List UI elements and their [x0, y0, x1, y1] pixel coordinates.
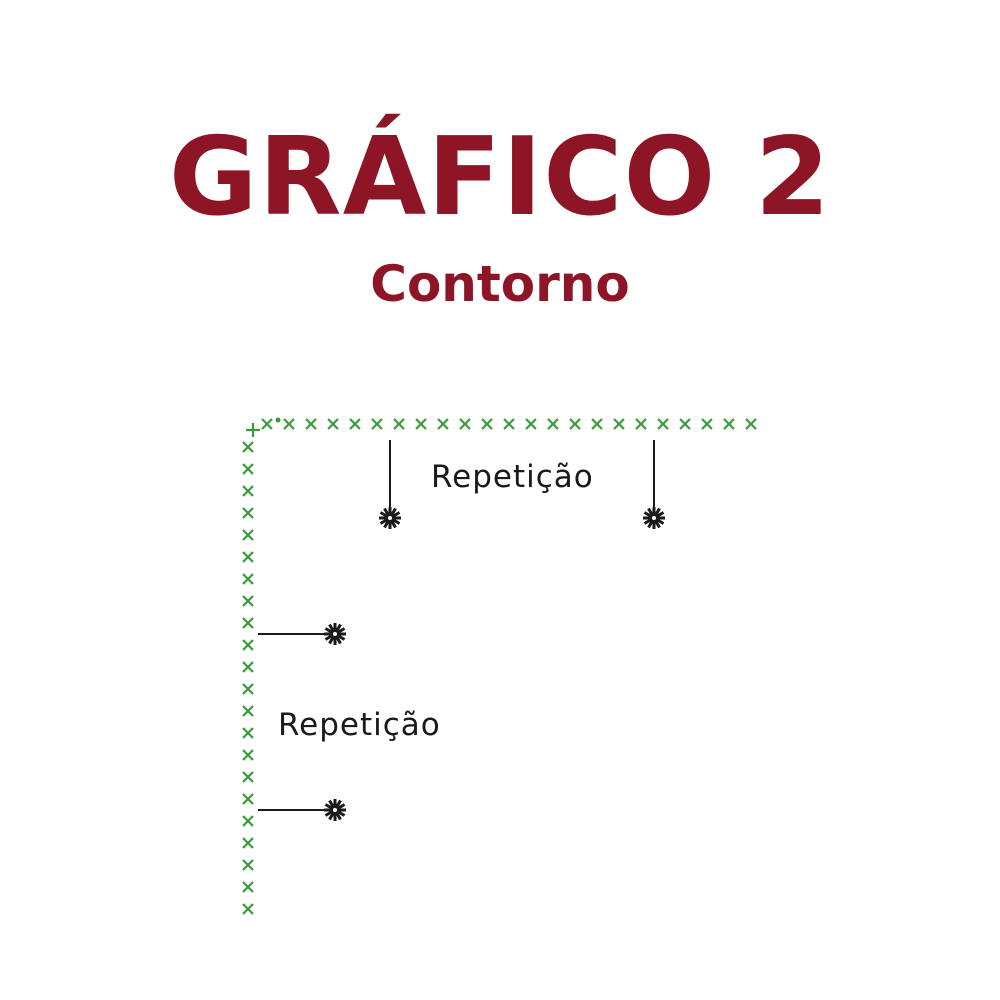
stitch-border: [242, 417, 757, 915]
cross-stitch-icon: [305, 418, 317, 430]
cross-stitch-icon: [242, 551, 254, 563]
cross-stitch-icon: [242, 595, 254, 607]
cross-stitch-icon: [745, 418, 757, 430]
cross-stitch-icon: [415, 418, 427, 430]
page-subtitle: Contorno: [370, 255, 630, 313]
cross-stitch-icon: [242, 441, 254, 453]
cross-stitch-icon: [349, 418, 361, 430]
cross-stitch-icon: [242, 529, 254, 541]
cross-stitch-icon: [503, 418, 515, 430]
cross-stitch-icon: [242, 727, 254, 739]
cross-stitch-icon: [242, 683, 254, 695]
cross-stitch-icon: [242, 463, 254, 475]
repeat-label-top: Repetição: [431, 459, 594, 495]
cross-stitch-icon: [242, 485, 254, 497]
cross-stitch-icon: [242, 859, 254, 871]
cross-stitch-icon: [242, 881, 254, 893]
cross-stitch-icon: [242, 661, 254, 673]
plus-stitch-icon: [246, 423, 260, 437]
cross-stitch-icon: [242, 705, 254, 717]
page-title: GRÁFICO 2: [168, 115, 832, 240]
cross-stitch-icon: [283, 418, 295, 430]
cross-stitch-icon: [591, 418, 603, 430]
cross-stitch-icon: [242, 507, 254, 519]
cross-stitch-icon: [635, 418, 647, 430]
cross-stitch-icon: [613, 418, 625, 430]
cross-stitch-icon: [242, 771, 254, 783]
cross-stitch-icon: [481, 418, 493, 430]
cross-stitch-icon: [547, 418, 559, 430]
cross-stitch-icon: [242, 617, 254, 629]
cross-stitch-icon: [371, 418, 383, 430]
cross-stitch-icon: [242, 573, 254, 585]
cross-stitch-icon: [242, 793, 254, 805]
starburst-icon: [379, 507, 401, 529]
repeat-label-left: Repetição: [278, 707, 441, 743]
cross-stitch-icon: [723, 418, 735, 430]
cross-stitch-icon: [657, 418, 669, 430]
cross-stitch-icon: [242, 815, 254, 827]
starburst-icon: [324, 623, 346, 645]
cross-stitch-icon: [242, 639, 254, 651]
dot-stitch-icon: [275, 417, 281, 423]
cross-stitch-icon: [525, 418, 537, 430]
repeat-marker-top-left: [379, 440, 401, 529]
cross-stitch-icon: [242, 749, 254, 761]
cross-stitch-icon: [459, 418, 471, 430]
cross-stitch-icon: [569, 418, 581, 430]
cross-stitch-icon: [437, 418, 449, 430]
cross-stitch-icon: [242, 903, 254, 915]
starburst-icon: [643, 507, 665, 529]
repeat-marker-left-top: [258, 623, 346, 645]
repeat-marker-top-right: [643, 440, 665, 529]
cross-stitch-icon: [393, 418, 405, 430]
cross-stitch-icon: [261, 418, 273, 430]
cross-stitch-icon: [701, 418, 713, 430]
repeat-marker-left-bottom: [258, 799, 346, 821]
cross-stitch-icon: [242, 837, 254, 849]
cross-stitch-icon: [327, 418, 339, 430]
cross-stitch-icon: [679, 418, 691, 430]
starburst-icon: [324, 799, 346, 821]
